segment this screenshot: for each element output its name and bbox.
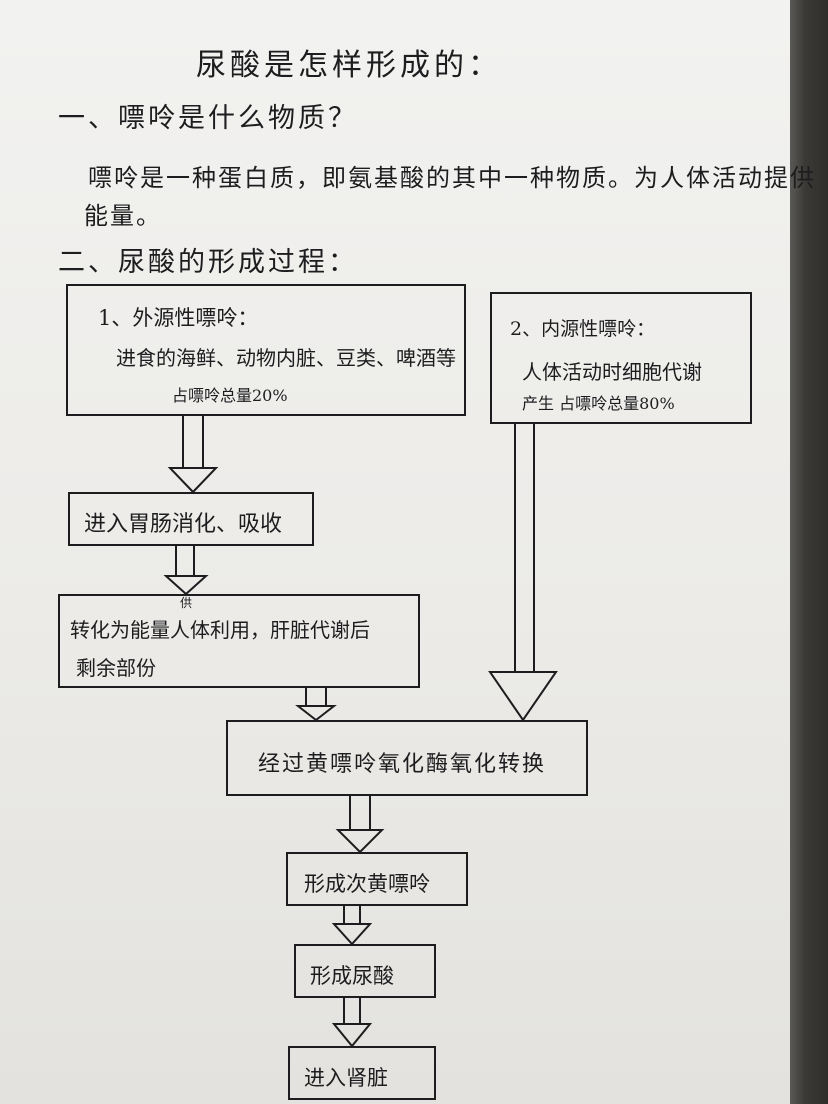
- section1-text-line1: 嘌呤是一种蛋白质，即氨基酸的其中一种物质。为人体活动提供: [88, 164, 816, 192]
- kidney-box: 进入肾脏: [288, 1046, 436, 1100]
- section2-heading: 二、尿酸的形成过程：: [58, 247, 358, 278]
- exogenous-label: 1、外源性嘌呤：: [98, 306, 259, 330]
- arrow-convert-to-oxidase: [295, 688, 337, 722]
- exogenous-purine-box: 1、外源性嘌呤： 进食的海鲜、动物内脏、豆类、啤酒等 占嘌呤总量20%: [66, 284, 466, 416]
- exogenous-share: 占嘌呤总量20%: [172, 386, 288, 405]
- endogenous-share: 产生 占嘌呤总量80%: [522, 394, 675, 413]
- arrow-digest-to-convert: [163, 546, 209, 596]
- convert-line1: 转化为能量人体利用，肝脏代谢后: [70, 618, 370, 642]
- page-title: 尿酸是怎样形成的：: [196, 48, 502, 83]
- arrow-xanthine-to-uric: [331, 906, 373, 946]
- digest-text: 进入胃肠消化、吸收: [84, 512, 283, 537]
- endogenous-cause: 人体活动时细胞代谢: [522, 360, 702, 384]
- arrow-endo-to-oxidase: [488, 424, 558, 722]
- arrow-uric-to-kidney: [331, 998, 373, 1048]
- convert-box: 供 转化为能量人体利用，肝脏代谢后 剩余部份: [58, 594, 420, 688]
- convert-line2: 剩余部份: [76, 656, 156, 680]
- endogenous-purine-box: 2、内源性嘌呤： 人体活动时细胞代谢 产生 占嘌呤总量80%: [490, 292, 752, 424]
- convert-insert-mark: 供: [180, 596, 193, 610]
- uric-acid-box: 形成尿酸: [294, 944, 436, 998]
- arrow-exo-to-digest: [167, 416, 219, 494]
- hypoxanthine-box: 形成次黄嘌呤: [286, 852, 468, 906]
- kidney-text: 进入肾脏: [304, 1066, 388, 1090]
- uric-acid-text: 形成尿酸: [310, 964, 394, 988]
- hypoxanthine-text: 形成次黄嘌呤: [304, 872, 430, 896]
- table-background: [790, 0, 828, 1104]
- digest-box: 进入胃肠消化、吸收: [68, 492, 314, 546]
- exogenous-sources: 进食的海鲜、动物内脏、豆类、啤酒等: [116, 346, 456, 370]
- paper-sheet: [0, 0, 790, 1104]
- arrow-oxidase-to-xanthine: [335, 796, 385, 854]
- endogenous-label: 2、内源性嘌呤：: [510, 318, 656, 340]
- section1-text-line2: 能量。: [84, 202, 162, 230]
- oxidase-text: 经过黄嘌呤氧化酶氧化转换: [258, 752, 547, 777]
- oxidase-box: 经过黄嘌呤氧化酶氧化转换: [226, 720, 588, 796]
- section1-heading: 一、嘌呤是什么物质？: [58, 103, 358, 134]
